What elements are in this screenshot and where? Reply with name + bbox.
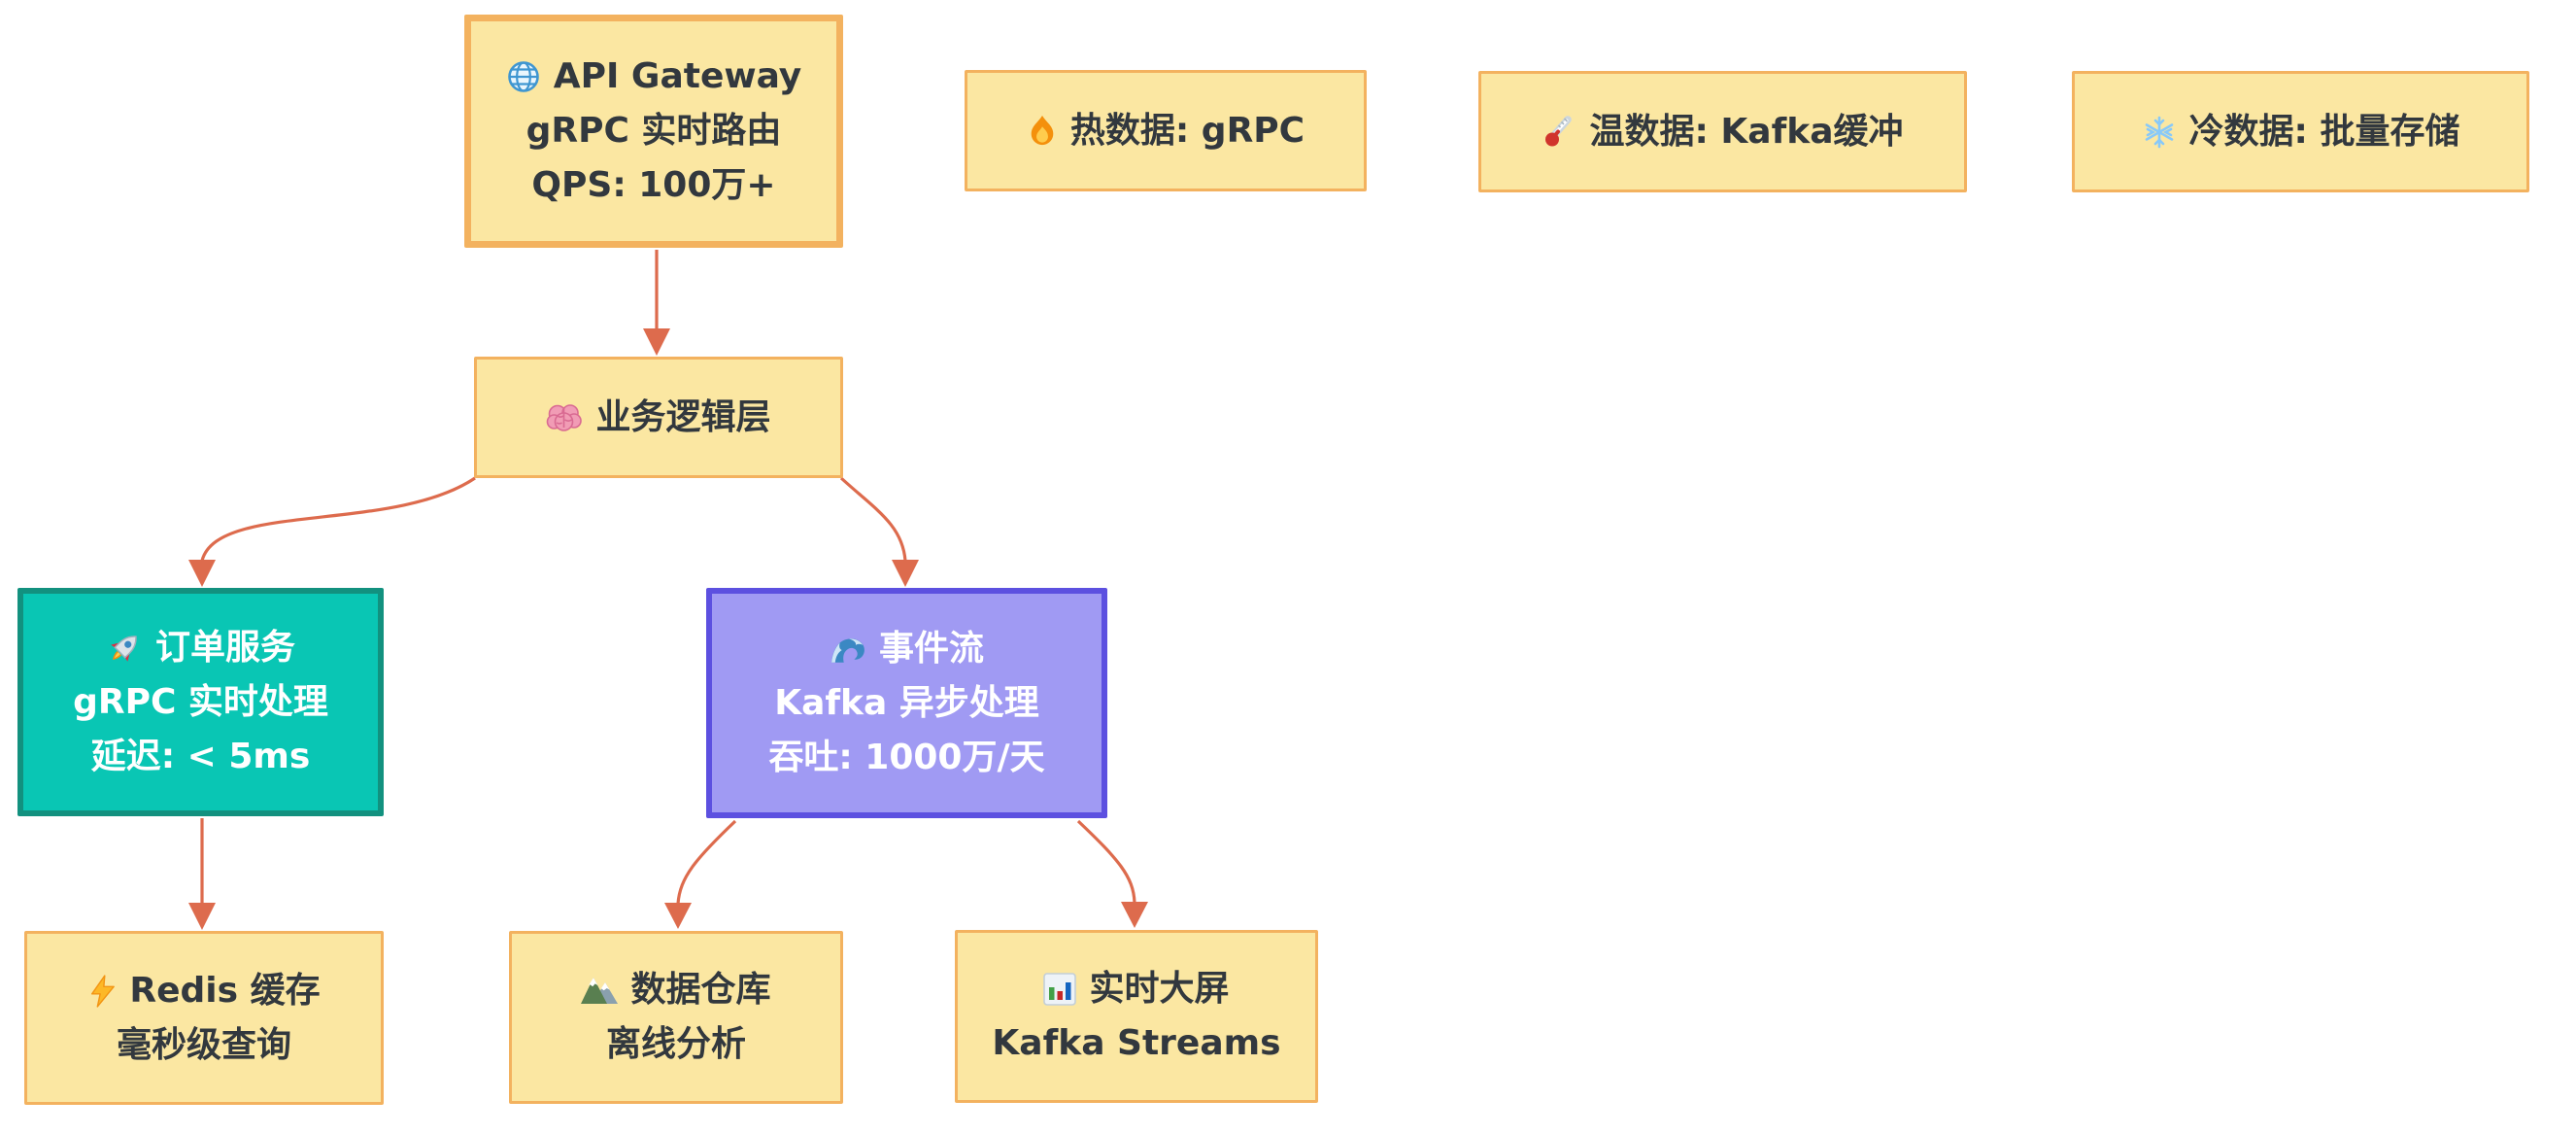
node-label: 毫秒级查询 — [116, 1024, 291, 1065]
brain-icon — [546, 402, 583, 433]
arrowhead — [1121, 902, 1148, 928]
node-label: 事件流 — [878, 628, 984, 669]
node-warm-data-legend: 温数据: Kafka缓冲 — [1478, 71, 1967, 192]
node-label: 实时大屏 — [1089, 969, 1230, 1009]
arrowhead — [188, 903, 216, 930]
node-label: Kafka Streams — [992, 1023, 1281, 1063]
edge-business-to-order — [200, 476, 476, 562]
node-api-gateway: API Gateway gRPC 实时路由 QPS: 100万+ — [464, 15, 843, 248]
node-event-stream-title-line: 事件流 — [830, 622, 984, 676]
node-label: 温数据: Kafka缓冲 — [1589, 111, 1904, 152]
node-dashboard-title-line: 实时大屏 — [1043, 962, 1230, 1016]
node-cold-data-legend: 冷数据: 批量存储 — [2072, 71, 2529, 192]
node-redis-title-line: Redis 缓存 — [87, 964, 321, 1018]
arrowhead — [643, 328, 670, 356]
node-label: 热数据: gRPC — [1069, 110, 1305, 151]
node-hot-data-line: 热数据: gRPC — [1027, 104, 1305, 158]
mountain-icon — [581, 975, 619, 1006]
bar-chart-icon — [1043, 973, 1077, 1006]
node-order-service-title-line: 订单服务 — [106, 621, 295, 675]
node-data-warehouse: 数据仓库 离线分析 — [509, 931, 843, 1104]
arrowhead — [664, 903, 692, 929]
edge-event-to-warehouse — [676, 819, 737, 905]
node-label: gRPC 实时路由 — [525, 111, 782, 151]
node-label: Kafka 异步处理 — [774, 682, 1039, 723]
node-label: 订单服务 — [154, 627, 295, 668]
thermometer-icon — [1542, 115, 1576, 150]
node-api-gateway-title-line: API Gateway — [506, 50, 802, 104]
node-label: API Gateway — [553, 56, 802, 96]
node-label: 数据仓库 — [630, 970, 771, 1010]
lightning-icon — [87, 974, 117, 1009]
node-realtime-dashboard: 实时大屏 Kafka Streams — [955, 930, 1318, 1103]
edge-business-to-event — [839, 476, 907, 562]
node-label: QPS: 100万+ — [531, 165, 776, 205]
snowflake-icon — [2142, 115, 2177, 150]
node-label: gRPC 实时处理 — [73, 681, 328, 722]
node-warehouse-title-line: 数据仓库 — [581, 963, 771, 1017]
node-cold-data-line: 冷数据: 批量存储 — [2142, 105, 2460, 159]
node-label: 延迟: < 5ms — [90, 736, 311, 776]
node-business-logic-line: 业务逻辑层 — [546, 391, 771, 445]
globe-icon — [506, 59, 541, 94]
wave-icon — [830, 634, 866, 665]
node-warm-data-line: 温数据: Kafka缓冲 — [1542, 105, 1904, 159]
arrowhead — [188, 560, 216, 587]
edge-event-to-dashboard — [1076, 819, 1136, 904]
arrowhead — [892, 560, 919, 587]
node-business-logic: 业务逻辑层 — [474, 357, 843, 478]
node-order-service: 订单服务 gRPC 实时处理 延迟: < 5ms — [17, 588, 384, 816]
node-label: 吞吐: 1000万/天 — [768, 737, 1045, 777]
node-label: Redis 缓存 — [129, 970, 321, 1011]
fire-icon — [1027, 114, 1058, 149]
rocket-icon — [106, 630, 143, 667]
node-redis-cache: Redis 缓存 毫秒级查询 — [24, 931, 384, 1105]
node-label: 离线分析 — [605, 1024, 746, 1064]
node-label: 业务逻辑层 — [595, 396, 771, 437]
node-event-stream: 事件流 Kafka 异步处理 吞吐: 1000万/天 — [706, 588, 1107, 818]
node-label: 冷数据: 批量存储 — [2188, 111, 2460, 152]
node-hot-data-legend: 热数据: gRPC — [965, 70, 1367, 191]
